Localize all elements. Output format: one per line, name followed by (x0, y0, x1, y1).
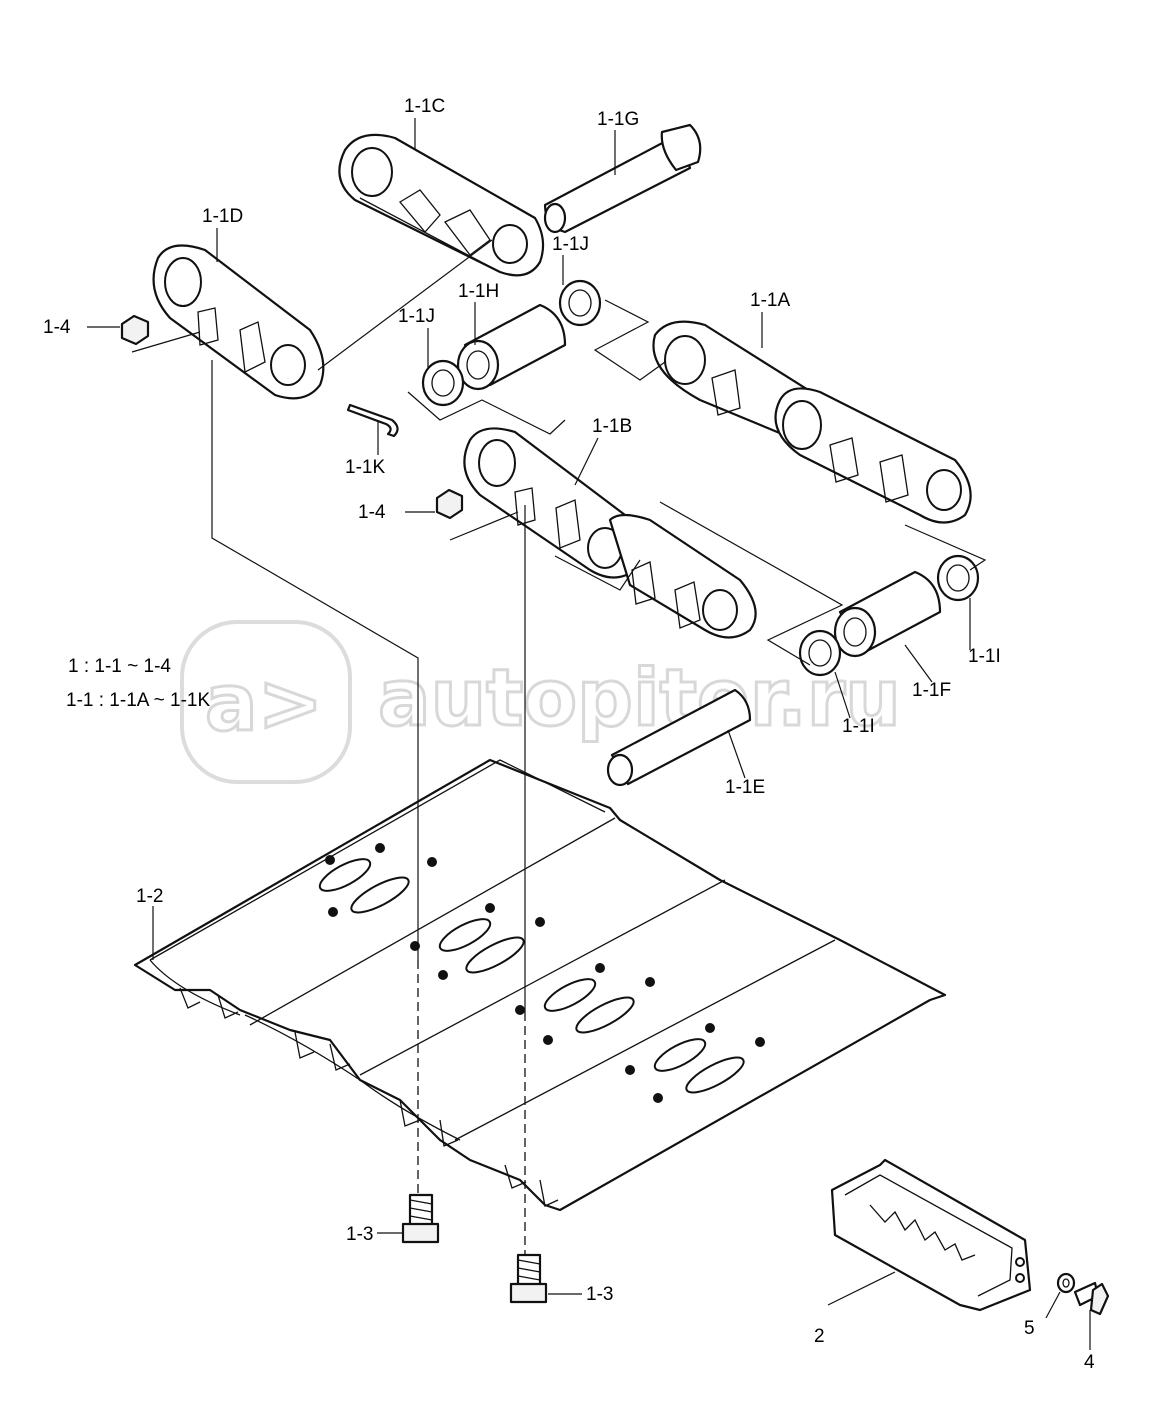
callout-1-1I-mid: 1-1I (842, 716, 875, 737)
callout-1-3-left: 1-3 (346, 1224, 373, 1245)
assembly-guide-lines (131, 239, 987, 1255)
callout-1-1J-top: 1-1J (552, 234, 589, 255)
seal-1-1I-right (936, 554, 980, 602)
callout-labels: 1-1C 1-1G 1-1D 1-1J 1-1H 1-1J 1-1A 1-4 1… (43, 96, 1095, 1373)
callout-4: 4 (1084, 1352, 1095, 1373)
bolt-4 (1073, 1281, 1110, 1316)
callout-1-1J-left: 1-1J (398, 306, 435, 327)
track-link-1-1A (652, 320, 972, 524)
track-link-1-1C (338, 133, 545, 277)
lock-pin-1-1K (346, 403, 399, 438)
watermark: a> autopiter.ru (180, 620, 902, 784)
callout-1-4-mid: 1-4 (358, 502, 386, 523)
nut-1-4-mid (435, 488, 464, 520)
callout-1-1C: 1-1C (404, 96, 445, 117)
bolt-1-3-right (509, 1253, 548, 1304)
callout-1-1E: 1-1E (725, 777, 765, 798)
callout-1-1B: 1-1B (592, 416, 632, 437)
leader-lines (87, 118, 1091, 1350)
callout-1-4-left: 1-4 (43, 317, 71, 338)
callout-1-3-right: 1-3 (586, 1284, 613, 1305)
watermark-badge-symbol: a> (205, 659, 323, 749)
callout-1-2: 1-2 (136, 886, 163, 907)
bushing-1-1F (833, 570, 942, 658)
callout-1-1D: 1-1D (202, 206, 243, 227)
watermark-badge (180, 620, 352, 784)
callout-1-1A: 1-1A (750, 290, 790, 311)
callout-2: 2 (814, 1326, 825, 1347)
track-link-1-1B (463, 427, 757, 639)
washer-5 (1056, 1272, 1076, 1294)
pin-1-1E (606, 688, 752, 787)
callout-1-1F: 1-1F (912, 680, 951, 701)
bolt-1-3-left (401, 1193, 440, 1244)
callout-1-1I-right: 1-1I (968, 646, 1001, 667)
track-shoe-1-2 (133, 758, 947, 1212)
callout-1-1G: 1-1G (597, 109, 639, 130)
seal-1-1I-mid (798, 629, 842, 677)
callout-1-1H: 1-1H (458, 281, 499, 302)
bushing-1-1H (456, 303, 567, 391)
callout-1-1K: 1-1K (345, 457, 385, 478)
assembly-notes: 1 : 1-1 ~ 1-4 1-1 : 1-1A ~ 1-1K (66, 656, 210, 711)
seal-1-1J-lower (421, 359, 465, 407)
track-link-1-1D (152, 244, 325, 400)
nut-1-4-left (120, 314, 150, 346)
note-assembly-1: 1 : 1-1 ~ 1-4 (68, 656, 171, 677)
note-assembly-1-1: 1-1 : 1-1A ~ 1-1K (66, 690, 210, 711)
step-bracket-2 (830, 1158, 1032, 1312)
seal-1-1J-upper (558, 279, 602, 327)
callout-5: 5 (1024, 1318, 1035, 1339)
pin-1-1G (543, 123, 702, 234)
